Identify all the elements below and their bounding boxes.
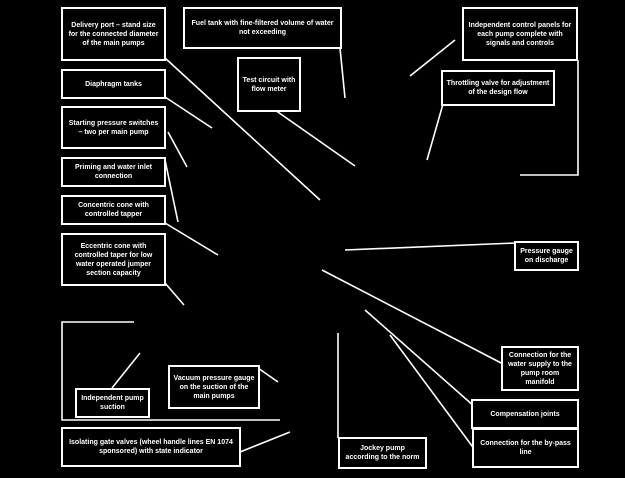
leader-line bbox=[164, 96, 213, 129]
leader-line bbox=[164, 57, 321, 201]
leader-line bbox=[344, 242, 516, 251]
leader-line bbox=[164, 282, 185, 306]
leader-line bbox=[274, 109, 356, 167]
label-water-supply-connection: Connection for the water supply to the p… bbox=[501, 346, 579, 391]
label-delivery-port: Delivery port – stand size for the conne… bbox=[61, 7, 166, 61]
leader-line bbox=[257, 367, 279, 383]
label-pressure-gauge-discharge: Pressure gauge on discharge bbox=[514, 241, 579, 271]
label-priming-connection: Priming and water inlet connection bbox=[61, 157, 166, 187]
leader-line bbox=[61, 321, 280, 421]
leader-line bbox=[164, 159, 179, 223]
label-independent-pump-suction: Independent pump suction bbox=[75, 388, 150, 418]
label-jockey-pump: Jockey pump according to the norm bbox=[338, 437, 427, 469]
label-eccentric-cone: Eccentric cone with controlled taper for… bbox=[61, 233, 166, 286]
label-test-circuit: Test circuit with flow meter bbox=[237, 57, 301, 112]
leader-line bbox=[339, 47, 346, 99]
label-compensation-joints: Compensation joints bbox=[471, 399, 579, 429]
leader-line bbox=[389, 334, 476, 451]
leader-line bbox=[167, 131, 188, 168]
label-diaphragm-tanks: Diaphragm tanks bbox=[61, 69, 166, 99]
leader-line bbox=[520, 60, 579, 176]
leader-line bbox=[364, 309, 476, 408]
label-bypass-connection: Connection for the by-pass line bbox=[472, 428, 579, 468]
label-vacuum-pressure-gauge: Vacuum pressure gauge on the suction of … bbox=[168, 365, 260, 409]
leader-line bbox=[111, 352, 141, 389]
leader-line bbox=[426, 103, 444, 161]
label-throttling-valve: Throttling valve for adjustment of the d… bbox=[441, 70, 555, 106]
label-fuel-tank: Fuel tank with fine-filtered volume of w… bbox=[183, 7, 342, 49]
leader-line bbox=[409, 39, 456, 77]
label-isolating-gate-valves: Isolating gate valves (wheel handle line… bbox=[61, 427, 241, 467]
leader-line bbox=[164, 222, 219, 256]
leader-line bbox=[239, 431, 291, 453]
label-control-panels: Independent control panels for each pump… bbox=[462, 7, 578, 61]
leader-line bbox=[321, 269, 506, 366]
label-concentric-cone: Concentric cone with controlled tapper bbox=[61, 195, 166, 225]
label-pressure-switches: Starting pressure switches – two per mai… bbox=[61, 106, 166, 149]
